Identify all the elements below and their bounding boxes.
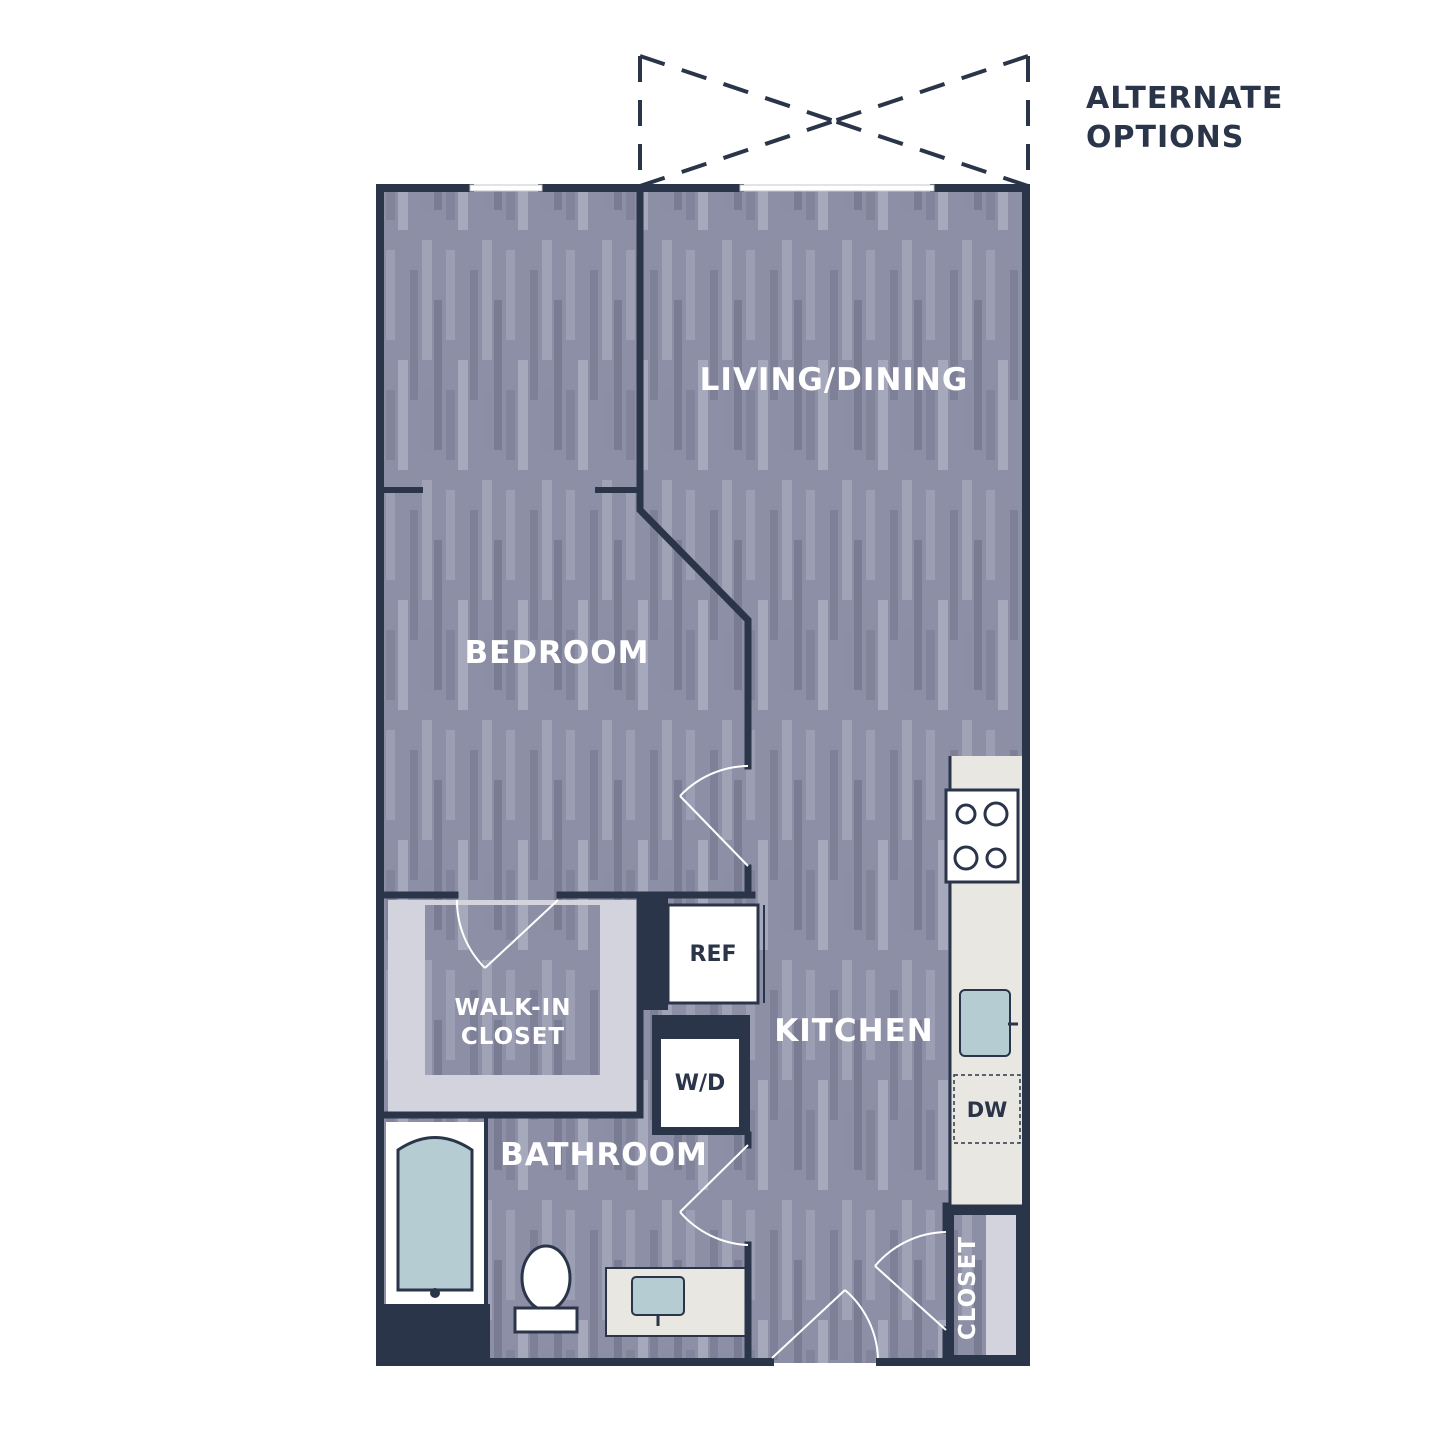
hall-closet: [946, 1210, 1024, 1360]
windows: [469, 184, 935, 192]
alternate-options-outline: [638, 54, 1030, 188]
washer-dryer-label: W/D: [675, 1071, 726, 1096]
toilet-icon: [513, 1244, 579, 1334]
refrigerator-label: REF: [690, 942, 737, 967]
living-dining-label: LIVING/DINING: [700, 362, 969, 398]
dishwasher: DW: [953, 1074, 1021, 1144]
walk-in-closet-room: [388, 900, 638, 1112]
refrigerator: REF: [640, 895, 765, 1010]
sink-icon: [959, 989, 1018, 1057]
closet-label: CLOSET: [955, 1236, 981, 1340]
washer-dryer: W/D: [652, 1015, 750, 1135]
stove-icon: [944, 788, 1020, 884]
kitchen-label: KITCHEN: [774, 1013, 934, 1049]
bedroom-label: BEDROOM: [465, 635, 650, 671]
walk-in-closet-label-line1: WALK-IN: [455, 995, 572, 1021]
alternate-options-label-line2: OPTIONS: [1086, 120, 1244, 155]
walls: [376, 184, 1030, 1366]
alternate-options-label-line1: ALTERNATE: [1086, 81, 1283, 116]
bathtub-icon: [386, 1122, 484, 1304]
walk-in-closet-label-line2: CLOSET: [461, 1024, 565, 1050]
bathroom-label: BATHROOM: [500, 1137, 708, 1173]
vanity-sink-icon: [605, 1267, 747, 1337]
door-swing-icon: [455, 765, 947, 1359]
dishwasher-label: DW: [967, 1098, 1008, 1122]
